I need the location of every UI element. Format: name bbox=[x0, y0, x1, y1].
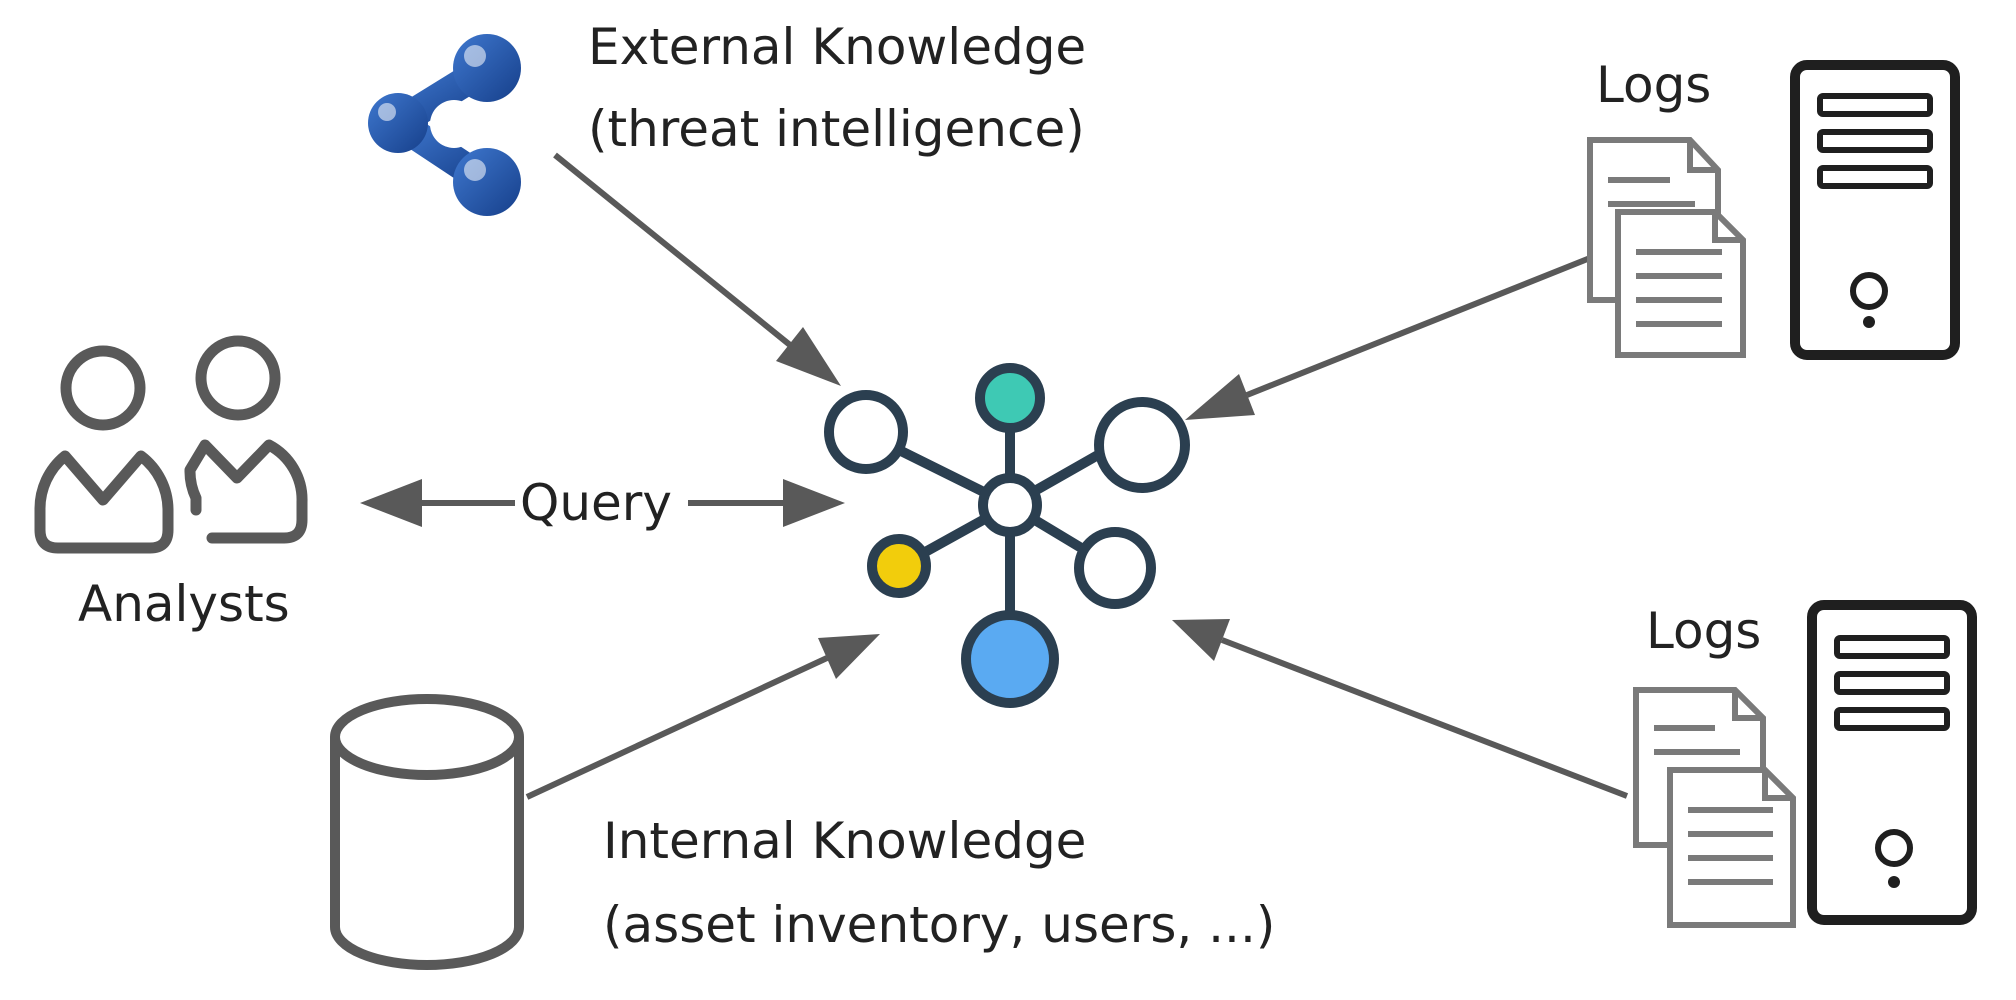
server-icon bbox=[1790, 60, 1960, 360]
knowledge-graph-icon bbox=[824, 363, 1190, 708]
server-icon bbox=[1807, 600, 1977, 925]
arrow-logs-bottom-to-graph bbox=[1172, 619, 1629, 799]
arrow-query-bidirectional bbox=[360, 479, 845, 527]
arrow-internal-to-graph bbox=[525, 634, 880, 800]
database-icon bbox=[330, 694, 524, 970]
external-knowledge-subtitle: (threat intelligence) bbox=[588, 100, 1085, 158]
arrow-external-to-graph bbox=[553, 152, 841, 386]
external-knowledge-title: External Knowledge bbox=[588, 18, 1087, 76]
internal-knowledge-title: Internal Knowledge bbox=[603, 812, 1087, 870]
document-icon-bottom bbox=[1633, 687, 1796, 928]
query-label: Query bbox=[518, 474, 674, 532]
document-icon bbox=[1667, 767, 1796, 928]
internal-knowledge-subtitle: (asset inventory, users, ...) bbox=[603, 896, 1276, 954]
arrow-logs-top-to-graph bbox=[1185, 255, 1592, 420]
logs-label-bottom: Logs bbox=[1646, 602, 1762, 660]
arrows bbox=[360, 152, 1629, 800]
document-icon bbox=[1615, 209, 1746, 358]
analysts-label: Analysts bbox=[78, 575, 290, 633]
document-icon-top bbox=[1587, 137, 1746, 358]
logs-label-top: Logs bbox=[1596, 56, 1712, 114]
network-icon bbox=[368, 34, 521, 216]
users-icon bbox=[34, 335, 308, 554]
